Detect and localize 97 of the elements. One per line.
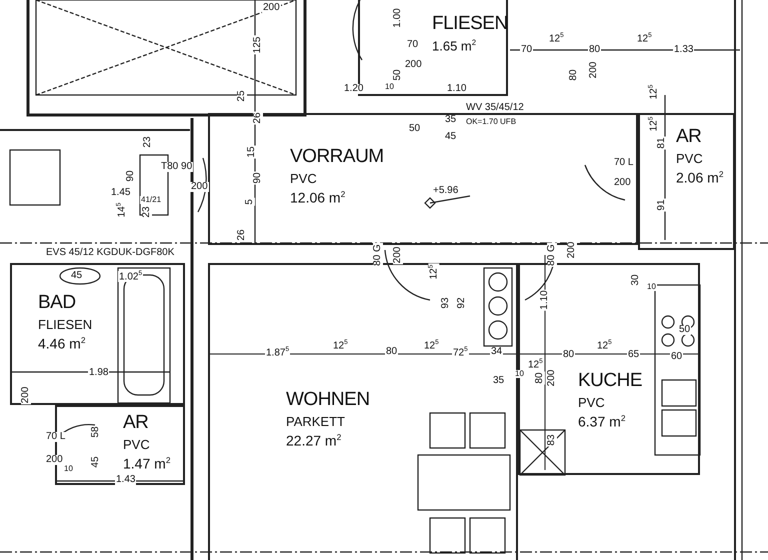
dimension-label: 200 <box>190 182 209 192</box>
dimension-label: 45 <box>70 271 84 281</box>
dimension-label: 30 <box>631 273 641 287</box>
dimension-label: 12$^{5}$ <box>548 33 565 44</box>
dimension-label: 80 <box>569 68 579 82</box>
dimension-label: 1.10 <box>540 289 550 311</box>
dimension-label: 10 <box>63 465 74 473</box>
room-outline <box>638 113 735 250</box>
dimension-label: 80 <box>535 371 545 385</box>
dimension-label: 34 <box>490 347 504 357</box>
dimension-label: 90 <box>126 169 136 183</box>
floor-material: PVC <box>578 396 606 410</box>
dimension-label: OK=1.70 UFB <box>465 118 518 126</box>
dimension-label: 70 L <box>613 158 634 168</box>
dimension-label: 12$^{5}$ <box>636 33 653 44</box>
room-name: KUCHE <box>578 371 642 392</box>
floor-material: 1.65 m$^{2}$ <box>432 38 478 54</box>
floor-material: PARKETT <box>286 414 346 430</box>
dimension-label: 200 <box>393 246 403 264</box>
room-name: WOHNEN <box>286 390 370 411</box>
dimension-label: 200 <box>567 240 577 260</box>
dimension-label: 15 <box>247 145 257 159</box>
dimension-label: 1.98 <box>88 368 110 378</box>
dimension-label: 92 <box>457 296 467 310</box>
dimension-label: 23 <box>143 135 153 149</box>
dimension-label: 35 <box>444 115 458 125</box>
dimension-label: 50 <box>678 325 692 335</box>
dimension-label: 200 <box>404 60 423 70</box>
dimension-label: 10 <box>646 283 657 291</box>
dimension-label: 1.33 <box>673 45 694 55</box>
dimension-label: 45 <box>444 132 458 142</box>
dimension-label: 70 <box>520 45 534 55</box>
room-name: VORRAUM <box>290 147 384 168</box>
floor-material: PVC <box>676 152 704 166</box>
dimension-label: 200 <box>547 368 557 388</box>
dimension-label: 80 <box>385 347 398 357</box>
dimension-label: 200 <box>613 178 632 188</box>
dimension-label: 72$^{5}$ <box>452 347 469 358</box>
room-area: 12.06 m$^{2}$ <box>290 190 384 206</box>
dimension-label: 5 <box>245 198 255 206</box>
dimension-label: 80 G <box>373 243 383 267</box>
dimension-label: 80 <box>588 45 602 55</box>
dimension-label: 1.10 <box>446 84 468 94</box>
dimension-label: 200 <box>21 386 31 404</box>
dimension-label: 200 <box>262 3 281 13</box>
dimension-label: 10 <box>514 370 525 378</box>
dimension-label: EVS 45/12 KGDUK-DGF80K <box>45 248 176 258</box>
dimension-label: 23 <box>142 205 152 219</box>
dimension-label: 41/21 <box>140 196 162 204</box>
dimension-label: 1.00 <box>393 7 403 29</box>
dimension-label: 12$^{5}$ <box>332 340 349 352</box>
dimension-label: 12$^{5}$ <box>423 340 440 352</box>
dimension-label: 50 <box>408 124 422 134</box>
dimension-label: 50 <box>393 68 403 82</box>
dimension-label: 1.20 <box>343 84 364 94</box>
floor-material: PVC <box>123 438 151 452</box>
dimension-label: 70 L <box>45 432 66 442</box>
dimension-label: 12$^{5}$ <box>596 340 613 352</box>
room-name: BAD <box>38 293 77 314</box>
room-area: 4.46 m$^{2}$ <box>38 336 92 352</box>
dimension-label: 45 <box>91 455 101 469</box>
floor-material: FLIESEN <box>38 318 92 332</box>
dimension-label: 90 <box>253 171 263 185</box>
dimension-label: 1.45 <box>110 188 132 198</box>
room-area: 2.06 m$^{2}$ <box>676 170 724 186</box>
room-name: AR <box>676 127 702 148</box>
dimension-label: 125 <box>253 36 263 54</box>
room-area: 1.47 m$^{2}$ <box>123 456 170 472</box>
dimension-label: 81 <box>657 136 667 150</box>
dimension-label: 70 <box>406 40 420 50</box>
dimension-label: 35 <box>492 376 506 386</box>
dimension-label: 200 <box>589 60 599 80</box>
dimension-label: 58 <box>91 425 101 439</box>
dimension-label: 80 G <box>547 243 557 267</box>
dimension-label: 26 <box>237 228 247 242</box>
dimension-label: 60 <box>670 352 684 362</box>
dimension-label: T80 90 <box>160 162 194 172</box>
dimension-label: WV 35/45/12 <box>465 103 525 113</box>
dimension-label: 83 <box>547 433 557 447</box>
dimension-label: 80 <box>562 350 576 360</box>
dimension-label: 10 <box>384 83 395 91</box>
room-area: 6.37 m$^{2}$ <box>578 414 642 430</box>
dimension-label: 1.02$^{5}$ <box>118 271 144 282</box>
floor-material: PVC <box>290 172 318 186</box>
dimension-label: 25 <box>237 89 247 103</box>
room-outline <box>10 263 185 405</box>
dimension-label: 26 <box>253 111 263 125</box>
dimension-label: 200 <box>45 455 64 465</box>
dimension-label: 91 <box>657 198 667 212</box>
dimension-label: 1.87$^{5}$ <box>265 347 290 358</box>
dimension-label: 65 <box>627 350 640 360</box>
dimension-label: 93 <box>441 296 451 310</box>
room-name: AR <box>123 413 150 434</box>
room-area: 22.27 m$^{2}$ <box>286 433 370 450</box>
dimension-label: 1.43 <box>115 475 136 485</box>
dimension-label: +5.96 <box>432 186 460 196</box>
dimension-label: 12$^{5}$ <box>527 359 544 370</box>
